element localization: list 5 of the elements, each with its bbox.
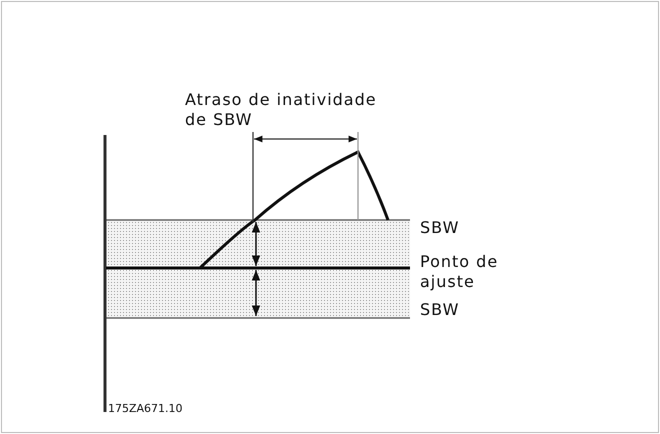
setpoint-label: Ponto de ajuste — [420, 252, 500, 292]
dimension-label: Atraso de inatividade de SBW — [185, 90, 378, 130]
band-label: SBW — [420, 218, 460, 238]
band-label: SBW — [420, 300, 460, 320]
figure-code: 175ZA671.10 — [108, 402, 183, 416]
